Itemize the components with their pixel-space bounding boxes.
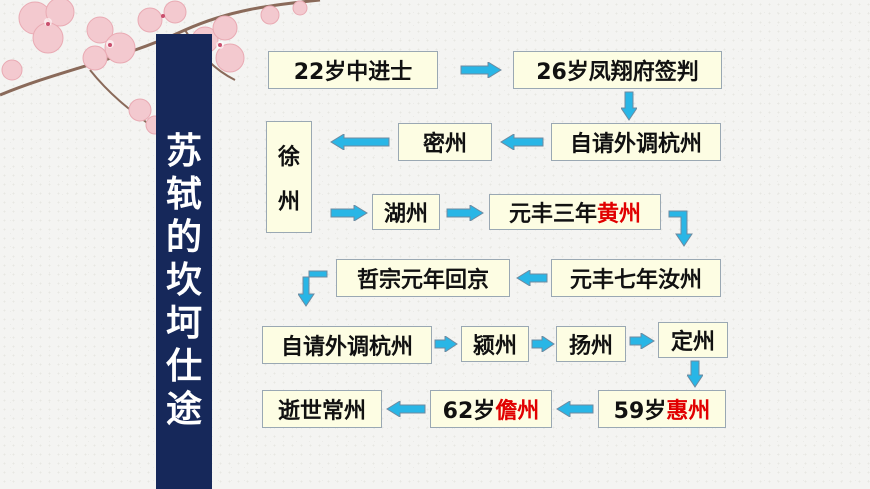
arrow-right-icon bbox=[446, 205, 484, 221]
node-danzhou: 62岁儋州 bbox=[430, 390, 552, 428]
arrow-right-icon bbox=[531, 336, 555, 352]
node-hangzhou-1: 自请外调杭州 bbox=[551, 123, 721, 161]
arrow-right-icon bbox=[434, 336, 458, 352]
node-hangzhou-2: 自请外调杭州 bbox=[262, 326, 432, 364]
node-yingzhou: 颍州 bbox=[461, 326, 529, 362]
node-return-capital: 哲宗元年回京 bbox=[336, 259, 510, 297]
node-yangzhou: 扬州 bbox=[556, 326, 626, 362]
node-ruzhou: 元丰七年汝州 bbox=[551, 259, 721, 297]
page-title: 苏轼的坎坷仕途 bbox=[165, 131, 202, 430]
arrow-left-icon bbox=[330, 134, 390, 150]
arrow-down-icon bbox=[621, 91, 637, 121]
arrow-right-icon bbox=[330, 205, 368, 221]
arrow-left-icon bbox=[386, 401, 426, 417]
arrow-turn-down-icon bbox=[298, 270, 328, 307]
node-changzhou: 逝世常州 bbox=[262, 390, 382, 428]
arrow-left-icon bbox=[556, 401, 594, 417]
node-huangzhou: 元丰三年黄州 bbox=[489, 194, 661, 230]
node-jinshi: 22岁中进士 bbox=[268, 51, 438, 89]
arrow-left-icon bbox=[500, 134, 544, 150]
arrow-right-icon bbox=[629, 333, 655, 349]
node-mizhou: 密州 bbox=[398, 123, 492, 161]
node-huzhou: 湖州 bbox=[372, 194, 440, 230]
node-huizhou: 59岁惠州 bbox=[598, 390, 726, 428]
arrow-left-icon bbox=[516, 270, 548, 286]
arrow-turn-down-icon bbox=[668, 210, 693, 247]
arrow-right-icon bbox=[460, 62, 502, 78]
node-xuzhou: 徐州 bbox=[266, 121, 312, 233]
title-bar: 苏轼的坎坷仕途 bbox=[156, 34, 212, 489]
arrow-down-icon bbox=[687, 360, 703, 388]
node-fengxiang: 26岁凤翔府签判 bbox=[513, 51, 722, 89]
node-dingzhou: 定州 bbox=[658, 322, 728, 358]
